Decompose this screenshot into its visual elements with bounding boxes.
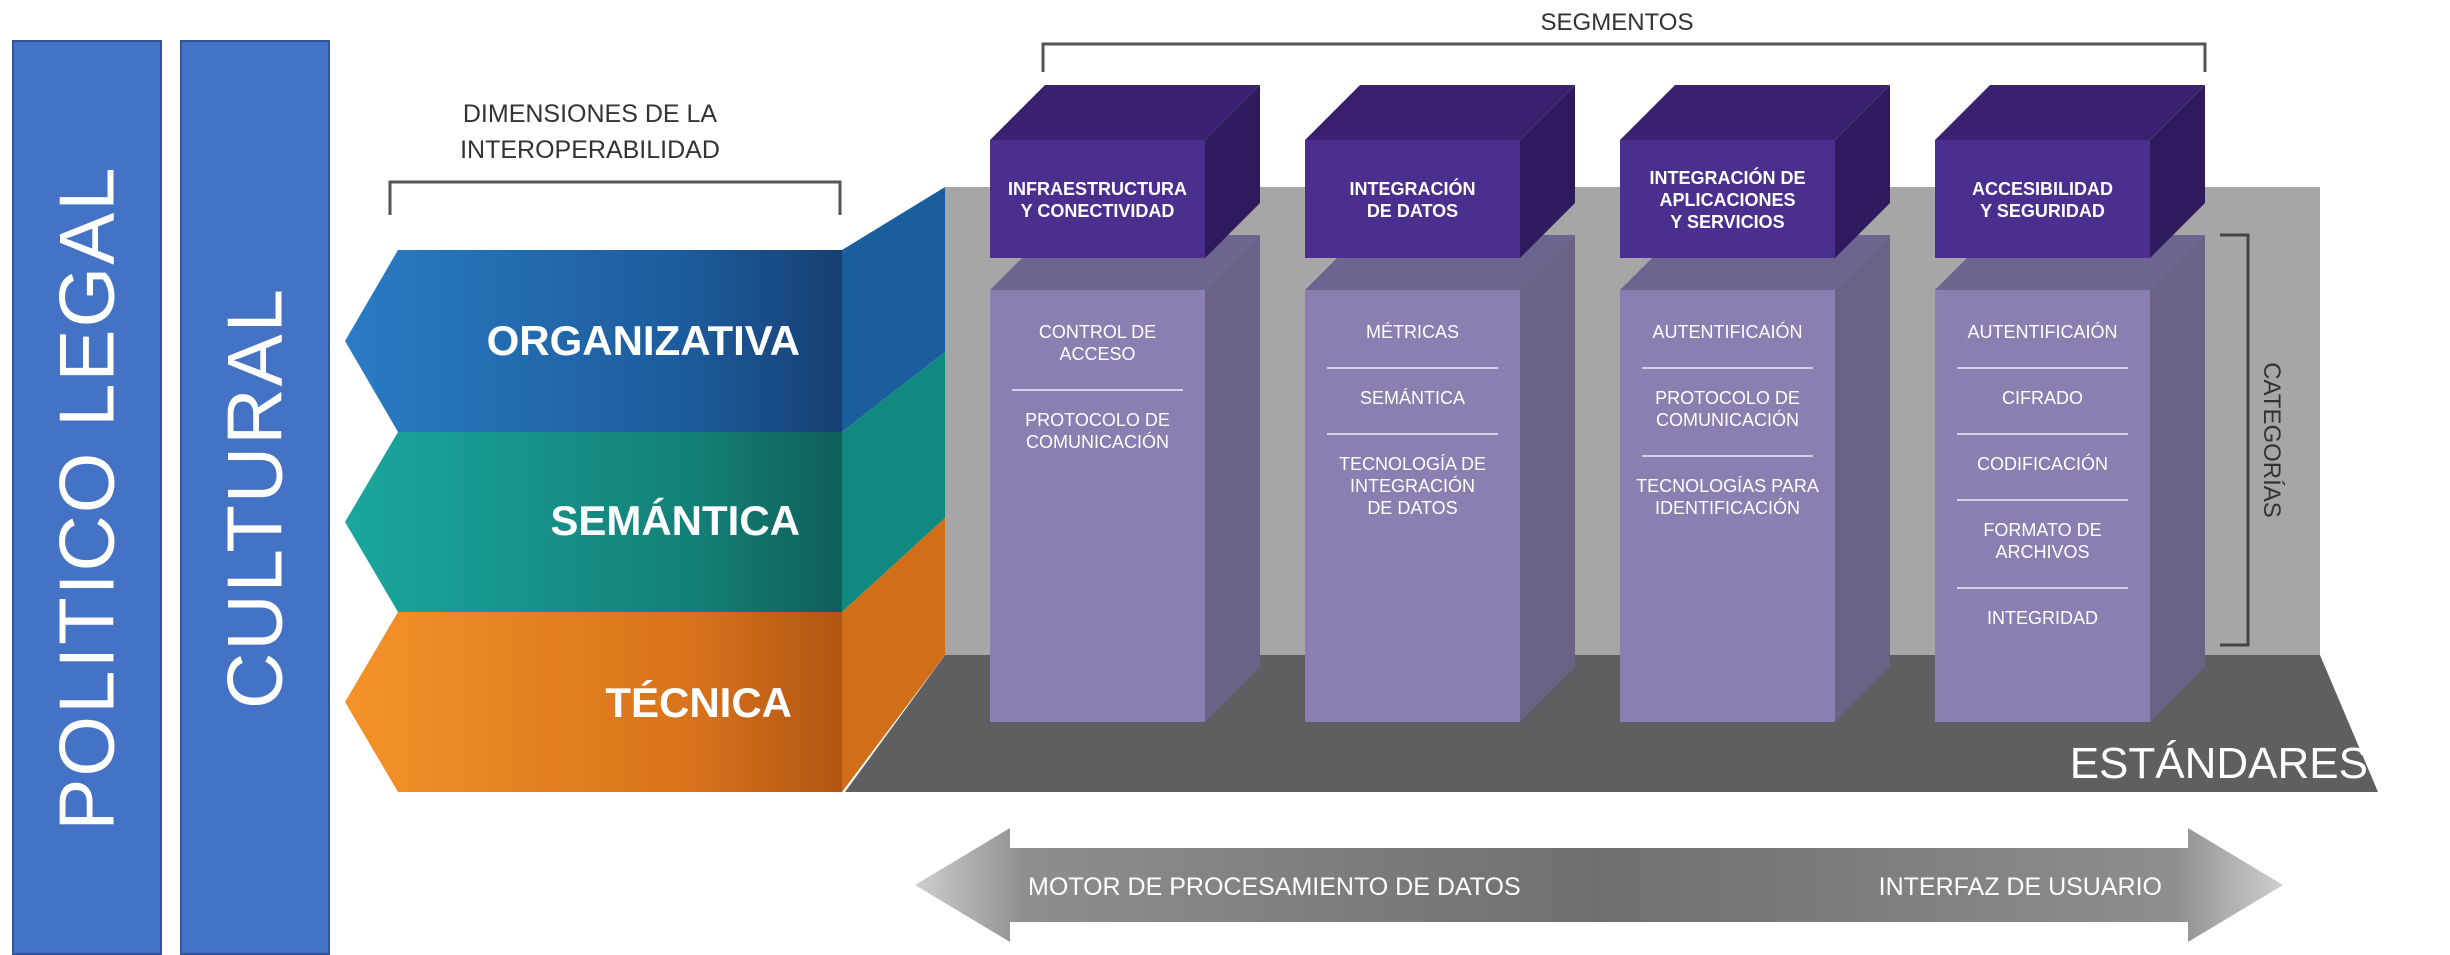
semantica-label: SEMÁNTICA — [550, 497, 800, 544]
cube-4-top — [1935, 85, 2205, 140]
cube-3-side — [1835, 85, 1890, 258]
column-1-side — [1205, 235, 1260, 722]
segment-2-category-item: SEMÁNTICA — [1360, 388, 1465, 408]
dimensions-bracket — [388, 180, 842, 215]
categories-label: CATEGORÍAS — [2258, 362, 2285, 518]
column-4-body — [1935, 290, 2150, 722]
cultural-bar: CULTURAL — [180, 40, 330, 955]
arrow-right-label: INTERFAZ DE USUARIO — [1879, 873, 2162, 901]
politico-legal-bar: POLITICO LEGAL — [12, 40, 162, 955]
column-3-side — [1835, 235, 1890, 722]
cube-1-front — [990, 140, 1205, 258]
cube-2-side — [1520, 85, 1575, 258]
categories-bracket — [2220, 233, 2250, 647]
tecnica-side-face — [842, 518, 945, 792]
semantica-side-face — [842, 352, 945, 612]
segment-4-category-item: CIFRADO — [2002, 388, 2083, 408]
column-2-body — [1305, 290, 1520, 722]
segment-2-category-item: MÉTRICAS — [1366, 322, 1459, 342]
cube-3-front — [1620, 140, 1835, 258]
column-2-side — [1520, 235, 1575, 722]
cube-1-side — [1205, 85, 1260, 258]
cube-4-front — [1935, 140, 2150, 258]
cube-4-side — [2150, 85, 2205, 258]
segment-4-category-item: AUTENTIFICAIÓN — [1967, 321, 2117, 342]
segments-label: SEGMENTOS — [1541, 9, 1694, 36]
cube-3-top — [1620, 85, 1890, 140]
cube-2-front — [1305, 140, 1520, 258]
segment-4-category-item: INTEGRIDAD — [1987, 608, 2098, 628]
arrow-left-label: MOTOR DE PROCESAMIENTO DE DATOS — [1028, 873, 1521, 901]
tecnica-label: TÉCNICA — [605, 679, 792, 726]
organizativa-label: ORGANIZATIVA — [487, 317, 800, 364]
dimensions-heading-line2: INTEROPERABILIDAD — [460, 136, 720, 164]
dimensions-heading-line1: DIMENSIONES DE LA — [463, 100, 718, 128]
segment-3-category-item: AUTENTIFICAIÓN — [1652, 321, 1802, 342]
organizativa-arrow — [345, 250, 842, 432]
segment-4-category-item: CODIFICACIÓN — [1977, 453, 2108, 474]
semantica-arrow — [345, 432, 842, 612]
column-3-body — [1620, 290, 1835, 722]
cube-2-top — [1305, 85, 1575, 140]
organizativa-side-face — [842, 187, 945, 432]
standards-label: ESTÁNDARES — [2070, 739, 2368, 788]
tecnica-arrow — [345, 612, 842, 792]
segments-bracket — [1041, 42, 2207, 72]
processing-interface-arrow — [915, 828, 2283, 942]
column-4-side — [2150, 235, 2205, 722]
column-1-body — [990, 290, 1205, 722]
cube-1-top — [990, 85, 1260, 140]
